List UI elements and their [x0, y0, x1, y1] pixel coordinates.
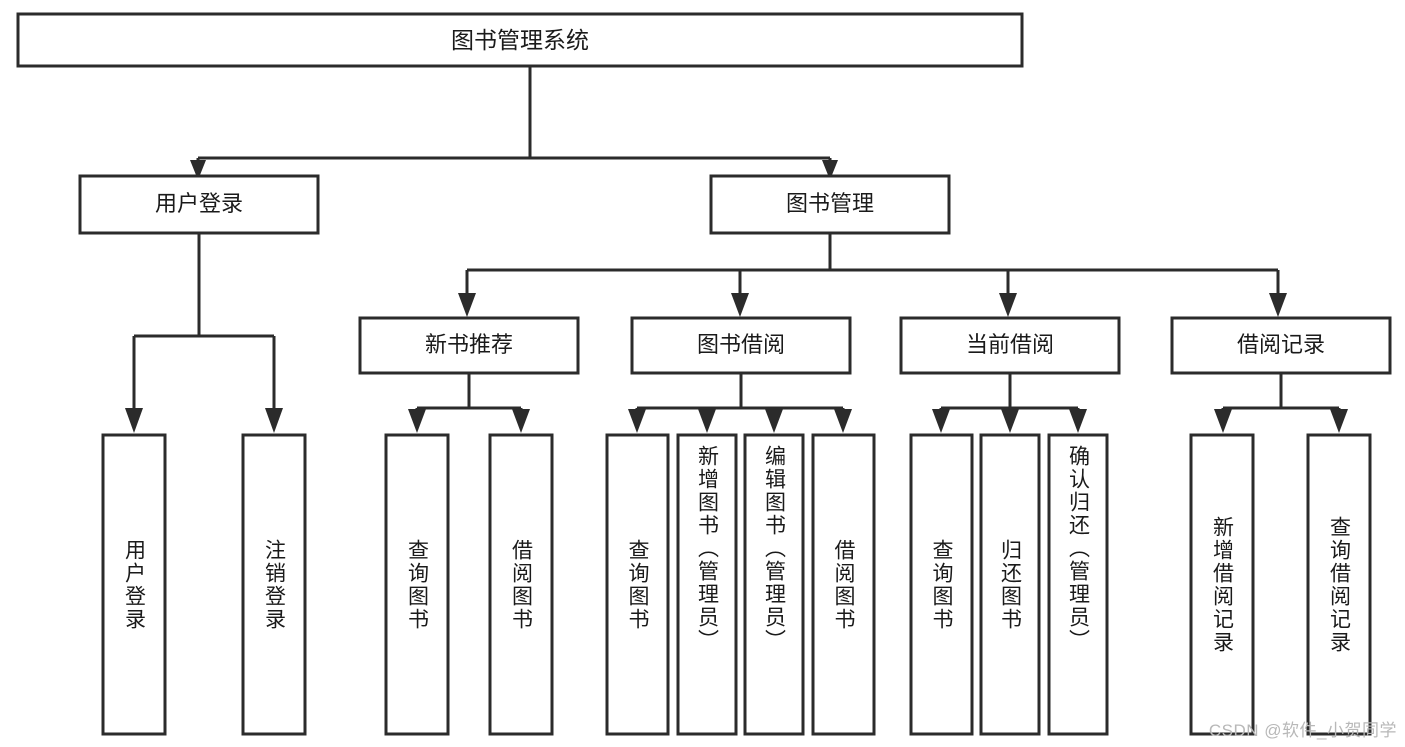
arrow-to-leaf-logout-login — [265, 408, 283, 433]
arrow-to-book-management — [822, 160, 838, 180]
arrow-to-leaf-add-borrow-record — [1214, 409, 1232, 433]
arrow-to-new-book-recommend — [458, 293, 476, 317]
leaf-box-edit-book[interactable] — [743, 433, 805, 736]
book-borrow-box[interactable] — [630, 316, 852, 375]
node-borrow-record[interactable]: 借阅记录 — [1170, 316, 1392, 375]
arrow-to-leaf-add-book — [698, 409, 716, 433]
leaf-box-add-book[interactable] — [676, 433, 738, 736]
current-borrow-label: 当前借阅 — [966, 332, 1054, 357]
leaf-box-confirm-return[interactable] — [1047, 433, 1109, 736]
arrow-to-leaf-edit-book — [765, 409, 783, 433]
new-book-recommend-box[interactable] — [358, 316, 580, 375]
leaf-box-user-login[interactable] — [101, 433, 167, 736]
arrow-to-leaf-confirm-return — [1069, 409, 1087, 433]
leaf-box-query-book-3[interactable] — [909, 433, 974, 736]
current-borrow-box[interactable] — [899, 316, 1121, 375]
arrow-to-user-login — [190, 160, 206, 180]
arrow-to-leaf-query-book-2 — [628, 409, 646, 433]
new-book-recommend-label: 新书推荐 — [425, 332, 513, 357]
leaf-box-query-borrow-record[interactable] — [1306, 433, 1372, 736]
arrow-to-leaf-borrow-book-2 — [834, 409, 852, 433]
user-login-box[interactable] — [78, 174, 320, 235]
root-label: 图书管理系统 — [451, 27, 589, 53]
node-book-borrow[interactable]: 图书借阅 — [630, 316, 852, 375]
node-new-book-recommend[interactable]: 新书推荐 — [358, 316, 580, 375]
connector-root-to-level1 — [190, 66, 838, 180]
book-borrow-label: 图书借阅 — [697, 332, 785, 357]
borrow-record-box[interactable] — [1170, 316, 1392, 375]
arrow-to-current-borrow — [999, 293, 1017, 317]
connector-book-borrow-to-leaves — [628, 373, 852, 433]
arrow-to-leaf-query-borrow-record — [1330, 409, 1348, 433]
user-login-label: 用户登录 — [155, 191, 243, 216]
arrow-to-leaf-user-login — [125, 408, 143, 433]
arrow-to-leaf-query-book-3 — [932, 409, 950, 433]
leaf-box-borrow-book-1[interactable] — [488, 433, 554, 736]
connector-new-book-recommend-to-leaves — [408, 373, 530, 433]
arrow-to-borrow-record — [1269, 293, 1287, 317]
leaf-box-query-book-1[interactable] — [384, 433, 450, 736]
connector-book-management-to-level2 — [458, 233, 1287, 317]
leaf-box-borrow-book-2[interactable] — [811, 433, 876, 736]
book-management-box[interactable] — [709, 174, 951, 235]
csdn-watermark: CSDN @软件_小贺同学 — [1208, 721, 1397, 740]
leaf-box-add-borrow-record[interactable] — [1189, 433, 1255, 736]
node-book-management[interactable]: 图书管理 — [709, 174, 951, 235]
leaf-box-return-book[interactable] — [979, 433, 1041, 736]
arrow-to-leaf-return-book — [1001, 409, 1019, 433]
book-management-label: 图书管理 — [786, 191, 874, 216]
arrow-to-book-borrow — [731, 293, 749, 317]
leaf-box-query-book-2[interactable] — [605, 433, 670, 736]
node-current-borrow[interactable]: 当前借阅 — [899, 316, 1121, 375]
node-root[interactable]: 图书管理系统 — [16, 12, 1024, 68]
node-user-login[interactable]: 用户登录 — [78, 174, 320, 235]
borrow-record-label: 借阅记录 — [1237, 332, 1325, 357]
connector-current-borrow-to-leaves — [932, 373, 1087, 433]
connector-user-login-to-leaves — [125, 233, 283, 433]
connector-borrow-record-to-leaves — [1214, 373, 1348, 433]
arrow-to-leaf-query-book-1 — [408, 409, 426, 433]
root-box[interactable] — [16, 12, 1024, 68]
arrow-to-leaf-borrow-book-1 — [512, 409, 530, 433]
leaf-box-logout-login[interactable] — [241, 433, 307, 736]
